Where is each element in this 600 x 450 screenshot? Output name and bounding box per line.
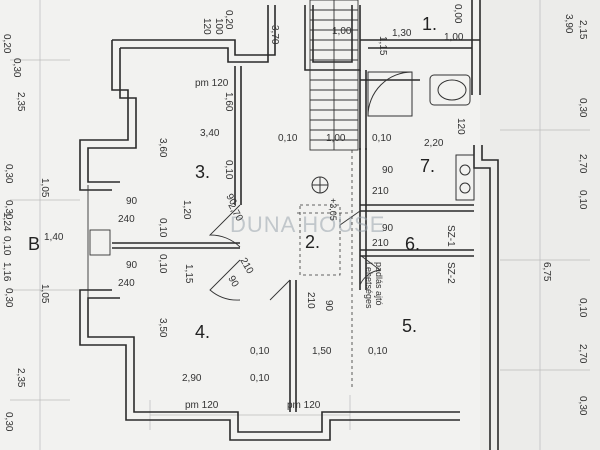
dim-label: 0,20 (223, 10, 234, 30)
margin-dim-right: 2,70 (577, 154, 588, 174)
margin-dim-left: 1,05 (39, 178, 50, 198)
margin-dim-left: 0,30 (3, 412, 14, 432)
margin-dim-left: 1,40 (44, 232, 64, 243)
room-label-2: 2. (305, 232, 320, 252)
watermark-text: DUNA HOUSE (230, 212, 385, 237)
margin-dim-right: 0,10 (577, 298, 588, 318)
dim-label: 0,10 (372, 133, 392, 144)
dim-label: 0,10 (157, 218, 168, 238)
margin-dim-left: 1,05 (39, 284, 50, 304)
room-label-7: 7. (420, 156, 435, 176)
margin-dim-left: 0,30 (3, 200, 14, 220)
room-label-5: 5. (402, 316, 417, 336)
room-label-3: 3. (195, 162, 210, 182)
dim-label: 1,00 (326, 133, 346, 144)
dim-label: 90 (126, 196, 138, 207)
note-sz2: SZ-2 (445, 262, 456, 284)
margin-dim-left: 0,10 (1, 236, 12, 256)
margin-dim-right: 3,90 (563, 14, 574, 34)
note-attic-1: Lehetséges (364, 262, 374, 309)
room-label-1: 1. (422, 14, 437, 34)
dim-label: 1,20 (181, 200, 192, 220)
margin-dim-left: 0,30 (11, 58, 22, 78)
note-attic-2: padlás ajtó (374, 262, 384, 306)
dim-label: 240 (118, 278, 135, 289)
margin-dim-right: 0,30 (577, 396, 588, 416)
dim-label: 120 (201, 18, 212, 35)
margin-dim-left: 1,16 (1, 262, 12, 282)
dim-label: 1,15 (183, 264, 194, 284)
dim-label: 240 (118, 214, 135, 225)
dim-label: 2,90 (182, 373, 202, 384)
dim-label: 90 (382, 165, 394, 176)
dim-label: 210 (305, 292, 316, 309)
dim-label: 1,60 (223, 92, 234, 112)
margin-dim-left: 1,24 (1, 212, 12, 232)
margin-dim-left: 2,35 (15, 368, 26, 388)
note-pm-bottom-left: pm 120 (185, 400, 219, 411)
margin-dim-left: 0,20 (1, 34, 12, 54)
dim-label: 0,00 (452, 4, 463, 24)
margin-dim-right: 6,75 (541, 262, 552, 282)
level-marker-icon (311, 176, 329, 194)
dim-label: 0,10 (250, 373, 270, 384)
dim-label: 1,15 (377, 36, 388, 56)
dim-label: 90 (323, 300, 334, 312)
dim-label: 1,00 (332, 26, 352, 37)
margin-dim-right: 0,30 (577, 98, 588, 118)
staircase (309, 0, 359, 151)
margin-dim-left: 2,35 (15, 92, 26, 112)
dim-label: 100 (213, 18, 224, 35)
margin-dim-right: 0,10 (577, 190, 588, 210)
dim-label: 3,60 (157, 138, 168, 158)
section-lines (297, 150, 353, 390)
dim-label: 0,10 (250, 346, 270, 357)
dim-label: 3,50 (157, 318, 168, 338)
dim-label: 120 (455, 118, 466, 135)
dim-label: 0,10 (157, 254, 168, 274)
dim-label: 2,20 (424, 138, 444, 149)
dim-label: 210 (372, 238, 389, 249)
dim-label: 1,00 (444, 32, 464, 43)
room-label-6: 6. (405, 234, 420, 254)
margin-dim-right: 2,70 (577, 344, 588, 364)
note-pm-bottom-right: pm 120 (287, 400, 321, 411)
dim-label: 3,40 (200, 128, 220, 139)
dim-label: 90 (225, 274, 240, 290)
dim-label: 90 (126, 260, 138, 271)
room-label-4: 4. (195, 322, 210, 342)
dim-label: 1,50 (312, 346, 332, 357)
dim-label: 1,30 (392, 28, 412, 39)
dim-label: 0,10 (223, 160, 234, 180)
note-pm-top: pm 120 (195, 78, 229, 89)
dim-label: 90 (223, 192, 238, 208)
dim-label: 0,10 (368, 346, 388, 357)
block-label-b: B (28, 234, 40, 254)
dim-label: 3,70 (269, 25, 280, 45)
margin-dim-left: 0,30 (3, 288, 14, 308)
dim-label: 90 (382, 223, 394, 234)
bathroom-fixtures (367, 71, 475, 201)
note-sz1: SZ-1 (445, 225, 456, 247)
note-ref-level: +3,05 (328, 198, 338, 221)
margin-dim-right: 2,15 (577, 20, 588, 40)
door-swings (87, 185, 382, 301)
dim-label: 210 (372, 186, 389, 197)
dim-label: 0,10 (278, 133, 298, 144)
margin-dim-left: 0,30 (3, 164, 14, 184)
